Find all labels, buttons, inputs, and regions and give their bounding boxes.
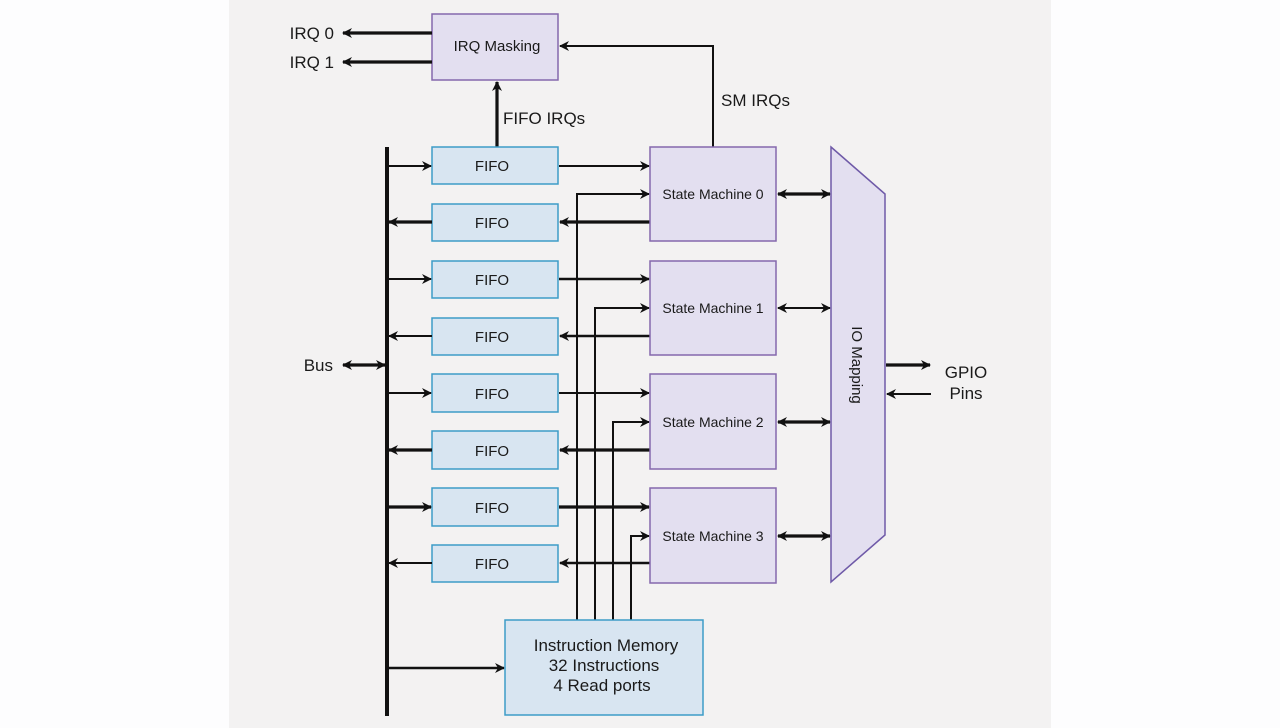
fifo-label: FIFO: [475, 158, 509, 175]
state-machine-box: [649, 373, 777, 470]
fifo-box: [431, 430, 559, 470]
fifo-irqs-label: FIFO IRQs: [503, 109, 585, 128]
fifo-box: [431, 317, 559, 356]
fifo-label: FIFO: [475, 329, 509, 346]
instruction-memory-box: [504, 619, 704, 716]
fifo-label: FIFO: [475, 556, 509, 573]
fifo-box: [431, 203, 559, 242]
sm-irqs-label: SM IRQs: [721, 91, 790, 110]
fifo-column: FIFO FIFO FIFO FIFO FIFO FIFO FIFO FIFO: [431, 146, 559, 583]
instruction-memory-title: Instruction Memory: [534, 636, 679, 655]
fifo-box: [431, 260, 559, 299]
state-machine-1: State Machine 1: [649, 260, 777, 356]
instruction-memory-ports: 4 Read ports: [553, 676, 650, 695]
fifo-3: FIFO: [431, 317, 559, 356]
fifo-0: FIFO: [431, 146, 559, 185]
state-machine-label: State Machine 3: [662, 528, 763, 544]
fifo-box: [431, 487, 559, 527]
irq1-label: IRQ 1: [290, 53, 334, 72]
state-machine-label: State Machine 0: [662, 186, 763, 202]
state-machine-label: State Machine 2: [662, 414, 763, 430]
irq-masking-box: [431, 13, 559, 81]
fifo-6: FIFO: [431, 487, 559, 527]
fifo-5: FIFO: [431, 430, 559, 470]
read-port-2-wire: [612, 417, 650, 620]
fifo-label: FIFO: [475, 500, 509, 517]
read-port-3-wire: [630, 531, 650, 620]
io-mapping-label: IO Mapping: [848, 326, 865, 404]
state-machine-0: State Machine 0: [649, 146, 777, 242]
fifo-label: FIFO: [475, 386, 509, 403]
state-machine-2: State Machine 2: [649, 373, 777, 470]
fifo-box: [431, 146, 559, 185]
fifo-4: FIFO: [431, 373, 559, 413]
sm-io-wires: [777, 189, 831, 541]
fifo-2: FIFO: [431, 260, 559, 299]
fifo-label: FIFO: [475, 443, 509, 460]
state-machine-box: [649, 260, 777, 356]
fifo-box: [431, 373, 559, 413]
irq0-label: IRQ 0: [290, 24, 334, 43]
instruction-read-ports: [576, 189, 650, 620]
fifo-1: FIFO: [431, 203, 559, 242]
state-machine-box: [649, 146, 777, 242]
irq-masking-block: IRQ Masking: [431, 13, 559, 81]
state-machine-label: State Machine 1: [662, 300, 763, 316]
gpio-label-line2: Pins: [949, 384, 982, 403]
state-machine-box: [649, 487, 777, 584]
fifo-label: FIFO: [475, 272, 509, 289]
sm-irqs-arrow: [559, 41, 714, 147]
instruction-memory-size: 32 Instructions: [549, 656, 660, 675]
state-machine-column: State Machine 0 State Machine 1 State Ma…: [649, 146, 777, 584]
fifo-label: FIFO: [475, 215, 509, 232]
state-machine-3: State Machine 3: [649, 487, 777, 584]
io-mapping-block: IO Mapping: [830, 145, 886, 584]
fifo-7: FIFO: [431, 544, 559, 583]
read-port-1-wire: [594, 303, 650, 620]
gpio-label-line1: GPIO: [945, 363, 988, 382]
instruction-memory-block: Instruction Memory 32 Instructions 4 Rea…: [504, 619, 704, 716]
io-mapping-shape: [830, 145, 886, 584]
irq-masking-label: IRQ Masking: [454, 38, 541, 55]
fifo-wires: [388, 161, 650, 568]
bus-label: Bus: [304, 356, 333, 375]
read-port-0-wire: [576, 189, 650, 620]
fifo-box: [431, 544, 559, 583]
